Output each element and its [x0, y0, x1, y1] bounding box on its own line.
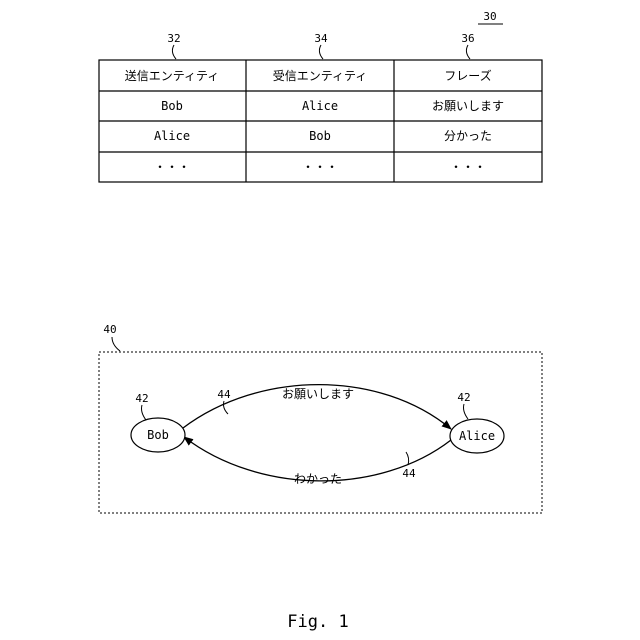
table-cell: Alice: [154, 129, 190, 143]
node-bob-label: Bob: [147, 428, 169, 442]
edge-label-bottom: わかった: [294, 472, 342, 486]
node-alice-label: Alice: [459, 429, 495, 443]
table-cell: Bob: [161, 99, 183, 113]
column-ref-label: 32: [167, 32, 180, 45]
table-cell-ellipsis: ・・・: [450, 160, 486, 174]
node-alice: Alice: [450, 419, 504, 453]
node-ref-bob: 42: [135, 392, 148, 420]
table-cell-ellipsis: ・・・: [154, 160, 190, 174]
diagram-ref-label: 40: [103, 323, 116, 336]
edge-ref-label: 44: [217, 388, 231, 401]
table-cell: 分かった: [444, 129, 492, 143]
figure-caption: Fig. 1: [287, 612, 348, 632]
table-ref-label: 30: [483, 10, 496, 23]
edge-ref-top: 44: [217, 388, 231, 414]
header-receiving-entity: 受信エンティティ: [273, 69, 368, 83]
column-ref-34: 34: [314, 32, 328, 59]
column-ref-32: 32: [167, 32, 180, 59]
header-phrase: フレーズ: [444, 68, 491, 83]
edge-ref-label: 44: [402, 467, 416, 480]
node-ref-label: 42: [135, 392, 148, 405]
column-ref-label: 36: [461, 32, 474, 45]
node-ref-alice: 42: [457, 391, 470, 419]
column-ref-36: 36: [461, 32, 474, 59]
edge-label-top: お願いします: [282, 387, 354, 401]
table-cell: お願いします: [432, 99, 504, 113]
column-ref-label: 34: [314, 32, 328, 45]
table-cell: Bob: [309, 129, 331, 143]
diagram-ref-leader: [112, 337, 120, 351]
node-bob: Bob: [131, 418, 185, 452]
node-ref-label: 42: [457, 391, 470, 404]
header-sending-entity: 送信エンティティ: [125, 68, 220, 83]
table-cell: Alice: [302, 99, 338, 113]
table-cell-ellipsis: ・・・: [302, 160, 338, 174]
